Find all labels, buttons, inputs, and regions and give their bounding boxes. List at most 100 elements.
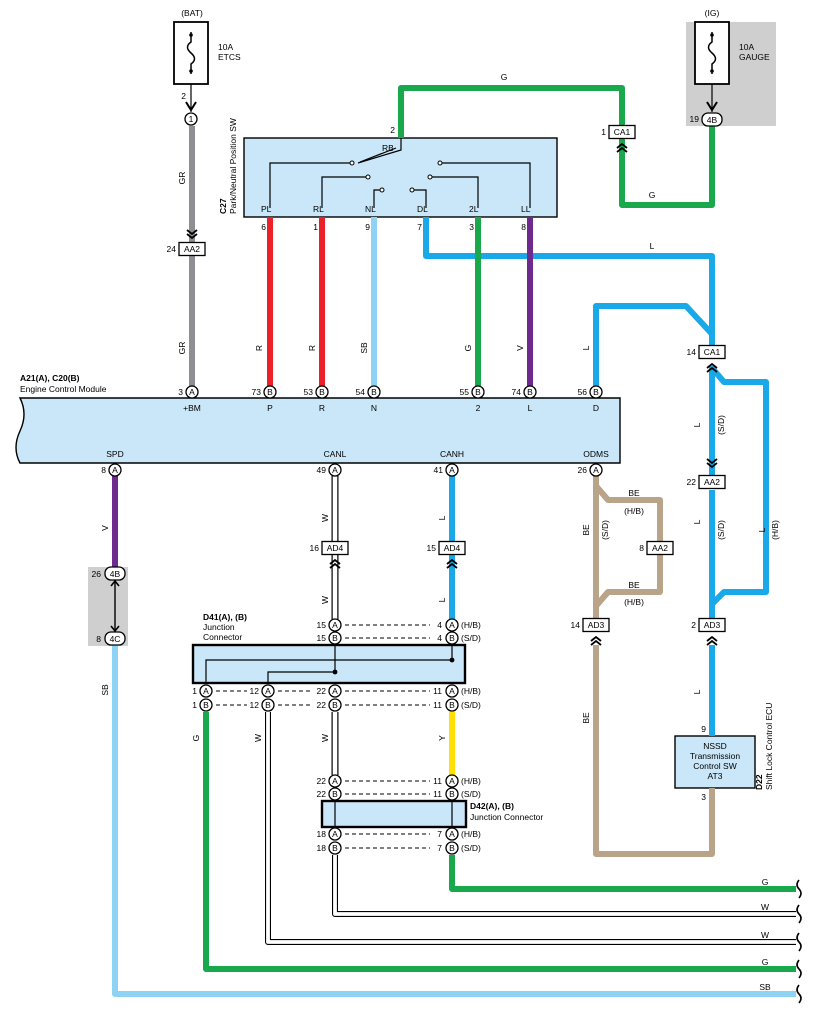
wire-color-label: L — [757, 527, 767, 532]
connector-pin-circle — [445, 631, 459, 645]
connector-pin-letter: B — [332, 843, 338, 853]
connector-pin-letter: B — [265, 700, 271, 710]
connector-pin-number: 2 — [691, 620, 696, 630]
wire-color-label: G — [501, 72, 508, 82]
connector-pin-circle — [445, 774, 459, 788]
connector-pin-circle — [108, 463, 122, 477]
connector-pin-letter: B — [332, 789, 338, 799]
wire-color-label: SB — [100, 684, 110, 696]
junction-4b-code: 4B — [110, 569, 121, 579]
connector-pin-letter: A — [189, 387, 195, 397]
connector-pin-number: 26 — [92, 569, 102, 579]
terminal-chevrons — [446, 558, 458, 569]
connector-pin-circle — [315, 385, 329, 399]
terminal-chevrons — [590, 635, 602, 646]
connector-pin-circle — [328, 698, 342, 712]
component-boxes — [15, 21, 756, 829]
wire-color-label: (S/D) — [716, 415, 726, 435]
wire-w-d41-exit — [266, 712, 796, 944]
connector-pin-letter: B — [449, 633, 455, 643]
junction-variant-tag: (H/B) — [461, 829, 481, 839]
ecm-name: Engine Control Module — [20, 384, 107, 394]
junction-d41-pin: B — [445, 631, 459, 645]
wire-color-label: R — [254, 345, 264, 351]
ig-connector-pin-frame — [701, 112, 723, 127]
switch-terminal-LL: LL — [521, 204, 531, 214]
connector-pin-number: 7 — [437, 843, 442, 853]
wire-color-label: Y — [437, 735, 447, 741]
engine-control-module-box — [15, 397, 621, 464]
junction-internals — [205, 645, 455, 827]
junction-d41-name: Junction — [203, 622, 235, 632]
wire-color-label: R — [307, 345, 317, 351]
connector-aa2: AA2 — [698, 474, 726, 490]
wire-color-label: W — [320, 596, 330, 604]
wire-color-label: G — [649, 190, 656, 200]
connector-code: AD4 — [327, 543, 344, 553]
connector-code: AD3 — [588, 620, 605, 630]
connector-pin-circle — [589, 385, 603, 399]
junction-d42-pin: A — [328, 774, 342, 788]
exit-wire-label: G — [762, 877, 769, 887]
connector-pin-circle — [263, 385, 277, 399]
wire-color-label: (H/B) — [624, 506, 644, 516]
junction-variant-tag: (S/D) — [461, 789, 481, 799]
d41-internal-line — [267, 645, 336, 683]
junction-d41-pin: B — [445, 698, 459, 712]
junction-d41-name2: Connector — [203, 632, 242, 642]
connector-pin-number: 8 — [639, 543, 644, 553]
bat-fuse-element — [186, 32, 196, 74]
connector-pin-letter: A — [449, 776, 455, 786]
shift-lock-ecu-name: Shift Lock Control ECU — [764, 703, 774, 790]
connector-pin-circle — [445, 463, 459, 477]
junction-connector-d42-box — [320, 799, 468, 829]
ecm-top-pin-number: 56 — [578, 387, 588, 397]
wire-color-label: G — [191, 735, 201, 742]
connector-pin-number: 4 — [437, 633, 442, 643]
connector-pin-number: 22 — [317, 686, 327, 696]
wire-color-label: GR — [177, 342, 187, 355]
connector-code: AA2 — [184, 244, 200, 254]
ecm-top-pin-number: 3 — [178, 387, 183, 397]
connector-pin-letter: B — [475, 387, 481, 397]
switch-pin-7: 7 — [417, 222, 422, 232]
wire-color-label: V — [100, 525, 110, 531]
connector-pin-letter: A — [449, 686, 455, 696]
connector-pin-number: 18 — [317, 829, 327, 839]
connector-code: AA2 — [704, 477, 720, 487]
connector-pin-number: 11 — [433, 776, 442, 786]
switch-name: Park/Neutral Position SW — [228, 118, 238, 214]
connector-pin-circle — [199, 698, 213, 712]
ig-connector-code: 4B — [707, 115, 718, 125]
continuation-break — [796, 932, 802, 952]
d41-junction-dot — [449, 657, 455, 663]
wire-color-label: W — [320, 734, 330, 742]
connector-pin-circle — [261, 698, 275, 712]
wire-w-d42-exit — [333, 855, 796, 916]
switch-pin-9: 9 — [365, 222, 370, 232]
connector-pin-circle — [261, 684, 275, 698]
ecm-bottom-pin: A — [445, 463, 459, 477]
connector-pin-letter: B — [332, 633, 338, 643]
junction-variant-tag: (H/B) — [461, 776, 481, 786]
connector-pin-circle — [185, 385, 199, 399]
exit-wire-label: SB — [759, 982, 771, 992]
connector-pin-circle — [471, 385, 485, 399]
ecm-top-pin: B — [263, 385, 277, 399]
connector-code: CA1 — [704, 347, 721, 357]
junction-d42-name: Junction Connector — [470, 812, 543, 822]
bat-fuse-name: ETCS — [218, 52, 241, 62]
shift-lock-ecu-top-pin: 9 — [701, 724, 706, 734]
terminal-chevrons — [186, 229, 198, 240]
ig-fuse-rating: 10A — [739, 42, 754, 52]
junction-d41-pin: B — [261, 698, 275, 712]
connector-pin-number: 12 — [250, 700, 260, 710]
wire-be-ecu — [593, 645, 715, 857]
shift-lock-ecu-line: AT3 — [708, 771, 723, 781]
connector-ad3: AD3 — [698, 617, 726, 633]
wire-color-label: L — [692, 422, 702, 427]
junction-d41-pin: A — [261, 684, 275, 698]
connector-pin-number: 22 — [687, 477, 697, 487]
